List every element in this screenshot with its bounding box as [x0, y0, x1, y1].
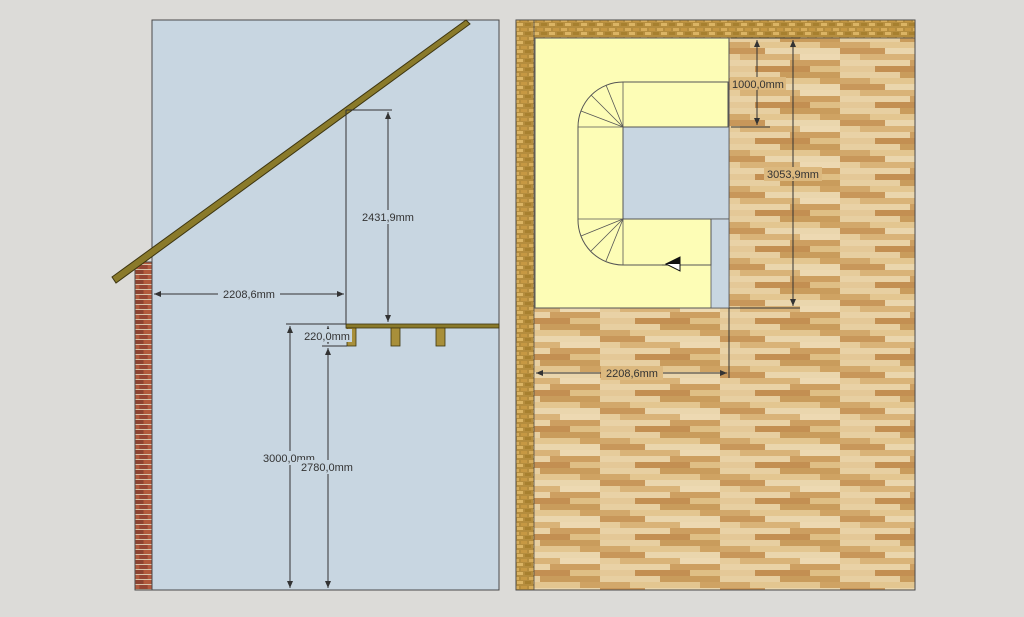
floor-slab	[345, 323, 500, 329]
dim-label-stair-height: 2431,9mm	[362, 212, 414, 224]
dim-label-bg	[218, 287, 280, 301]
section-view: 2431,9mm 2208,6mm 220,0mm 3000,0mm 2780,…	[111, 19, 500, 591]
brick-wall-top	[515, 19, 916, 39]
dim-label-bg	[302, 329, 352, 342]
stair-tread-line	[605, 84, 624, 128]
dim-label-bg	[601, 366, 663, 380]
stair-tread-line	[580, 110, 624, 128]
stair-well	[622, 126, 730, 220]
direction-arrow-icon	[666, 257, 680, 264]
stair-tread-line	[580, 218, 624, 237]
dim-label-horizontal-run: 2208,6mm	[223, 289, 275, 301]
floor-joist	[435, 327, 446, 347]
dim-label-bg	[358, 210, 418, 224]
dim-label-ceiling-height: 2780,0mm	[301, 462, 353, 474]
floor-joist	[390, 327, 401, 347]
dim-label-opening-width: 2208,6mm	[606, 368, 658, 380]
dim-label-bg	[730, 77, 786, 90]
dim-label-opening-depth: 1000,0mm	[732, 79, 784, 91]
dim-label-bg	[764, 167, 822, 181]
brick-wall-left	[515, 19, 535, 591]
roof-rafter	[111, 19, 471, 284]
brick-wall-section	[134, 261, 153, 591]
stair-tread-line	[605, 218, 624, 262]
plan-view: 1000,0mm 3053,9mm 2208,6mm	[515, 19, 916, 591]
section-wall-background	[151, 19, 500, 591]
dim-label-opening-length: 3053,9mm	[767, 169, 819, 181]
stair-tread-line	[590, 218, 624, 252]
stair-well	[710, 218, 730, 309]
dim-label-bg	[298, 460, 356, 474]
stair-tread-line	[590, 94, 624, 128]
dim-label-floor-thickness: 220,0mm	[304, 331, 350, 343]
